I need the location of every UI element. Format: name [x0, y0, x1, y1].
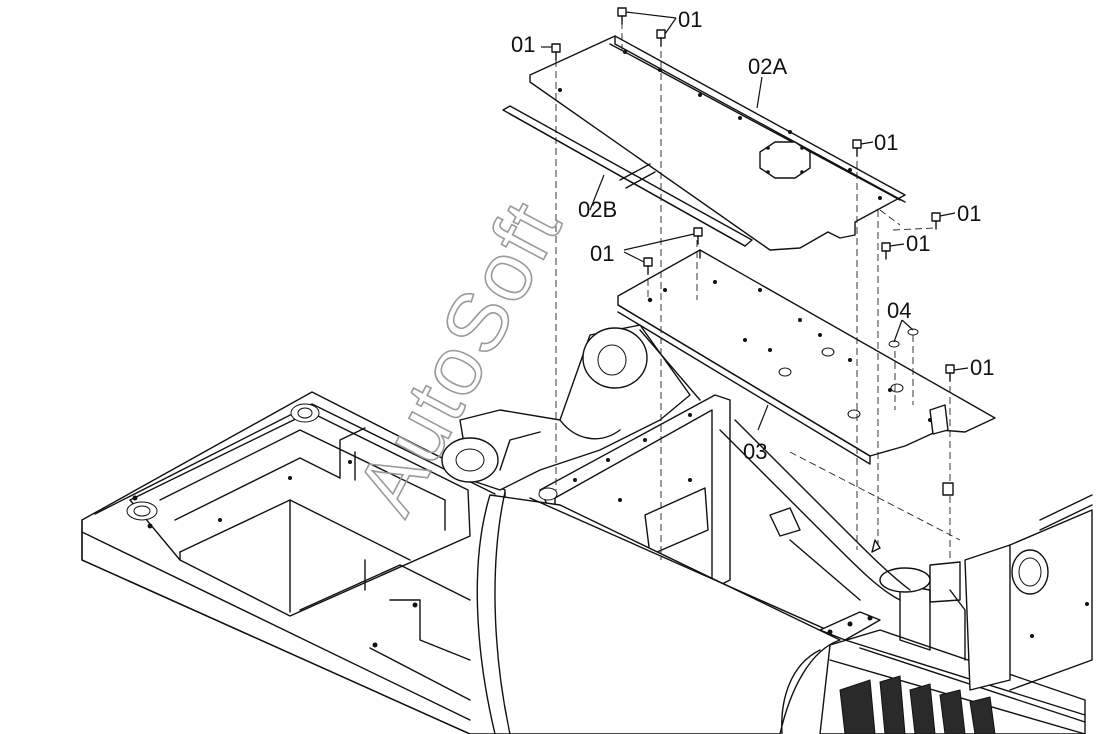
- callout-01: 01: [511, 32, 535, 57]
- callout-03: 03: [743, 439, 767, 464]
- bolt-icon: [931, 212, 941, 230]
- bolt-icon: [945, 364, 955, 382]
- boom-foot-bracket: [441, 324, 701, 491]
- bolt-icon: [656, 29, 666, 47]
- seal-strip-02b: [502, 105, 753, 247]
- bolt-icon: [881, 242, 891, 260]
- cover-plate-02a: [529, 35, 906, 251]
- callout-01: 01: [957, 201, 981, 226]
- bolt-icon: [852, 139, 862, 157]
- grille: [839, 675, 996, 734]
- washer-icon: [907, 328, 919, 336]
- chassis-frame: [81, 391, 506, 734]
- boom-arm: [819, 611, 1086, 734]
- callout-04: 04: [887, 298, 911, 323]
- bolt-icon: [871, 539, 881, 553]
- hose: [719, 419, 911, 601]
- callout-02a: 02A: [748, 54, 787, 79]
- callout-01: 01: [970, 355, 994, 380]
- assembly-lines: [555, 22, 961, 560]
- right-frame: [879, 494, 1093, 691]
- bolt-icon: [693, 227, 703, 245]
- callouts: 01 01 02A 01 02B 01 01 01 04 01 03: [511, 7, 994, 464]
- callout-01: 01: [590, 241, 614, 266]
- callout-01: 01: [906, 231, 930, 256]
- bolt-icon: [643, 257, 653, 275]
- plate-03: [617, 249, 996, 465]
- callout-01: 01: [874, 130, 898, 155]
- leader-lines: [541, 11, 969, 431]
- clip-icon: [942, 482, 954, 496]
- curved-hood: [476, 491, 851, 734]
- bolt-icon: [551, 43, 561, 61]
- callout-02b: 02B: [578, 197, 617, 222]
- callout-01: 01: [678, 7, 702, 32]
- bolt-icon: [617, 7, 627, 25]
